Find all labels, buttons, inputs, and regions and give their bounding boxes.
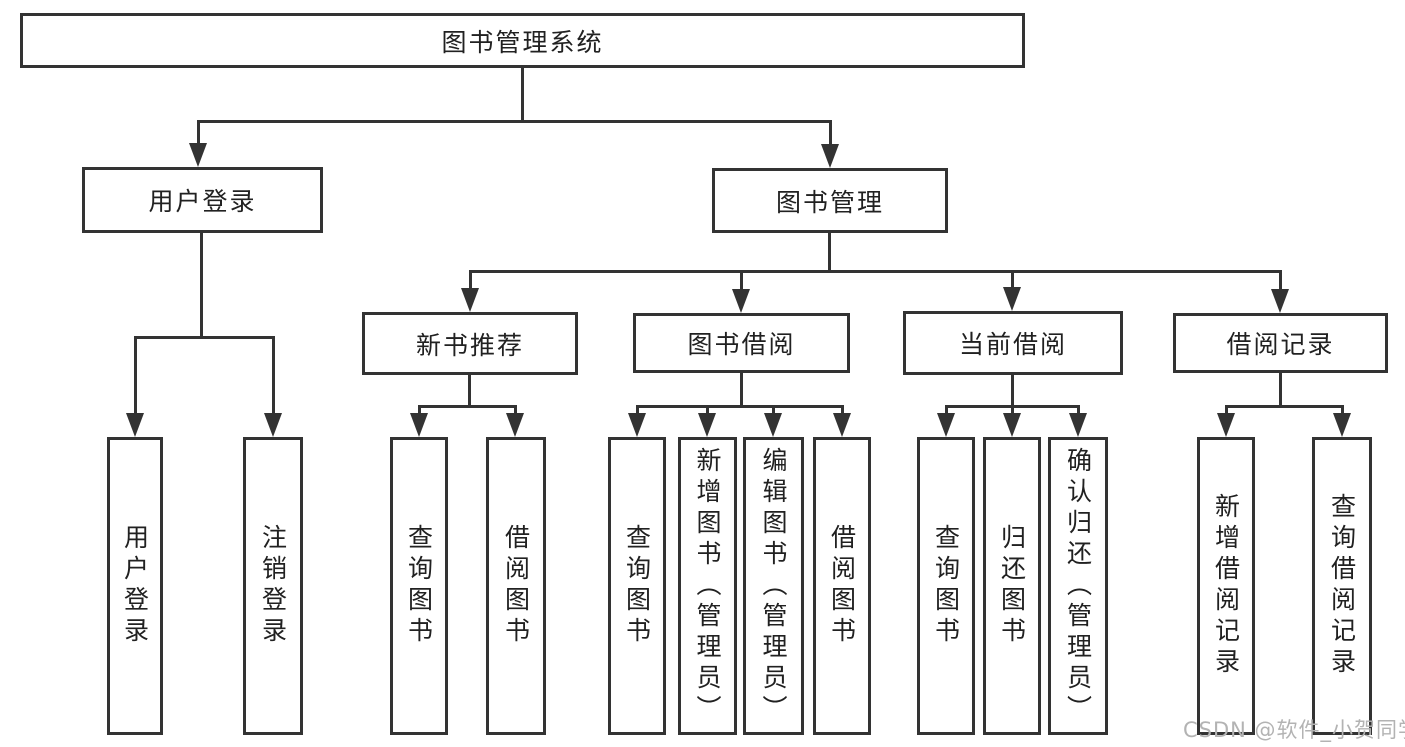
arrow-down-icon xyxy=(461,288,479,312)
node-current-borrow-label: 当前借阅 xyxy=(958,330,1067,359)
connector-drop-leaf xyxy=(418,405,421,415)
connector-book-management-stem xyxy=(828,233,831,273)
connector-drop-new-book xyxy=(469,270,472,292)
connector-user-login-rail xyxy=(134,336,275,339)
leaf-borrow-books-2-label: 借阅图书 xyxy=(827,524,857,648)
node-root-label: 图书管理系统 xyxy=(441,27,604,57)
arrow-down-icon xyxy=(264,413,282,437)
leaf-add-books-admin-label: 新增图书（管理员） xyxy=(693,446,722,726)
node-root: 图书管理系统 xyxy=(20,13,1025,68)
arrow-down-icon xyxy=(410,413,428,437)
node-new-book-recommend: 新书推荐 xyxy=(362,312,578,375)
arrow-down-icon xyxy=(732,289,750,313)
leaf-query-borrow-record: 查询借阅记录 xyxy=(1312,437,1372,735)
leaf-query-books-1: 查询图书 xyxy=(390,437,448,735)
node-new-book-recommend-label: 新书推荐 xyxy=(415,330,524,360)
leaf-edit-books-admin-label: 编辑图书（管理员） xyxy=(759,446,788,726)
node-user-login: 用户登录 xyxy=(82,167,323,233)
connector-book-borrow-stem xyxy=(740,373,743,408)
leaf-logout-label: 注销登录 xyxy=(258,524,288,648)
leaf-confirm-return-admin: 确认归还（管理员） xyxy=(1048,437,1108,735)
connector-drop-current xyxy=(1011,270,1014,292)
leaf-add-books-admin: 新增图书（管理员） xyxy=(678,437,737,735)
connector-drop-borrow xyxy=(740,270,743,292)
leaf-logout: 注销登录 xyxy=(243,437,303,735)
leaf-edit-books-admin: 编辑图书（管理员） xyxy=(743,437,804,735)
leaf-query-books-3: 查询图书 xyxy=(917,437,975,735)
connector-drop-leaf xyxy=(1341,405,1344,415)
arrow-down-icon xyxy=(126,413,144,437)
node-borrow-records-label: 借阅记录 xyxy=(1226,330,1335,359)
leaf-borrow-books-2: 借阅图书 xyxy=(813,437,871,735)
leaf-user-login: 用户登录 xyxy=(107,437,163,735)
arrow-down-icon xyxy=(628,413,646,437)
arrow-down-icon xyxy=(833,413,851,437)
leaf-borrow-books-1: 借阅图书 xyxy=(486,437,546,735)
connector-root-stem xyxy=(521,68,524,123)
node-borrow-records: 借阅记录 xyxy=(1173,313,1388,373)
arrow-down-icon xyxy=(1333,413,1351,437)
leaf-query-books-2-label: 查询图书 xyxy=(622,524,652,648)
arrow-down-icon xyxy=(698,413,716,437)
arrow-down-icon xyxy=(937,413,955,437)
connector-drop-leaf xyxy=(1225,405,1228,415)
node-book-management-label: 图书管理 xyxy=(775,187,884,217)
arrow-down-icon xyxy=(1217,413,1235,437)
connector-book-management-rail xyxy=(469,270,1282,273)
leaf-query-books-2: 查询图书 xyxy=(608,437,666,735)
node-current-borrow: 当前借阅 xyxy=(903,311,1123,375)
connector-drop-leaf xyxy=(514,405,517,415)
arrow-down-icon xyxy=(1003,413,1021,437)
connector-drop-user-login xyxy=(197,120,200,145)
connector-drop-leaf xyxy=(636,405,639,415)
leaf-query-books-3-label: 查询图书 xyxy=(931,524,961,648)
leaf-query-books-1-label: 查询图书 xyxy=(404,524,434,648)
connector-drop-login-leaf xyxy=(134,336,137,413)
leaf-borrow-books-1-label: 借阅图书 xyxy=(501,524,531,648)
connector-drop-leaf xyxy=(772,405,775,415)
connector-drop-leaf xyxy=(945,405,948,415)
arrow-down-icon xyxy=(1271,289,1289,313)
leaf-query-borrow-record-label: 查询借阅记录 xyxy=(1327,493,1357,679)
arrow-down-icon xyxy=(189,143,207,167)
connector-root-rail xyxy=(197,120,832,123)
leaf-return-books-label: 归还图书 xyxy=(997,524,1027,648)
arrow-down-icon xyxy=(821,144,839,168)
connector-drop-leaf xyxy=(1011,405,1014,415)
connector-drop-logout-leaf xyxy=(272,336,275,413)
node-book-borrow-label: 图书借阅 xyxy=(687,330,796,359)
leaf-user-login-label: 用户登录 xyxy=(120,524,150,648)
connector-drop-book-management xyxy=(829,120,832,146)
connector-current-borrow-stem xyxy=(1011,375,1014,408)
node-user-login-label: 用户登录 xyxy=(148,187,257,216)
connector-drop-leaf xyxy=(706,405,709,415)
arrow-down-icon xyxy=(764,413,782,437)
arrow-down-icon xyxy=(1003,287,1021,311)
arrow-down-icon xyxy=(1069,413,1087,437)
arrow-down-icon xyxy=(506,413,524,437)
connector-new-book-stem xyxy=(468,375,471,408)
connector-drop-records xyxy=(1279,270,1282,292)
connector-drop-leaf xyxy=(1077,405,1080,415)
connector-borrow-records-rail xyxy=(1225,405,1344,408)
leaf-return-books: 归还图书 xyxy=(983,437,1041,735)
connector-book-borrow-rail xyxy=(636,405,843,408)
leaf-add-borrow-record-label: 新增借阅记录 xyxy=(1211,493,1241,679)
node-book-borrow: 图书借阅 xyxy=(633,313,850,373)
connector-borrow-records-stem xyxy=(1279,373,1282,408)
connector-user-login-stem xyxy=(200,233,203,338)
leaf-add-borrow-record: 新增借阅记录 xyxy=(1197,437,1255,735)
leaf-confirm-return-admin-label: 确认归还（管理员） xyxy=(1063,446,1093,726)
node-book-management: 图书管理 xyxy=(712,168,948,233)
connector-drop-leaf xyxy=(841,405,844,415)
csdn-watermark: CSDN @软件_小贺同学 xyxy=(1183,718,1405,742)
connector-new-book-rail xyxy=(418,405,517,408)
